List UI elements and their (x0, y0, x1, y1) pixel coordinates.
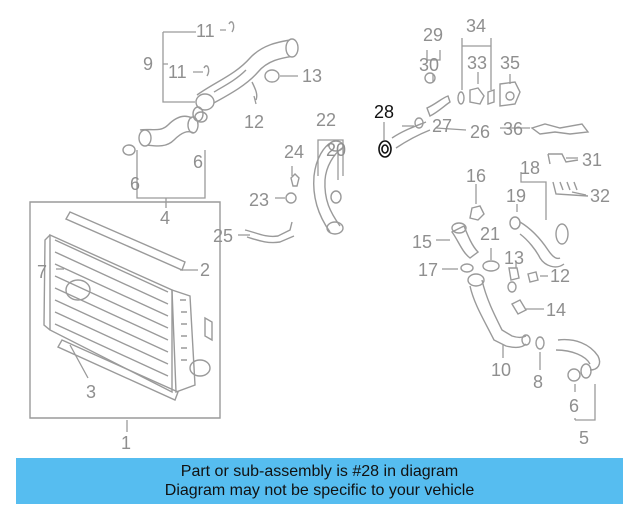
intercooler-assembly (29, 201, 221, 419)
callout-34: 34 (466, 16, 486, 36)
callout-8: 8 (533, 372, 543, 392)
callout-3: 3 (86, 382, 96, 402)
callout-16: 16 (466, 166, 486, 186)
callout-17: 17 (418, 260, 438, 280)
diagram-notice-banner: Part or sub-assembly is #28 in diagram D… (16, 458, 623, 504)
part-28-highlight (378, 140, 392, 158)
callout-6-b: 6 (193, 152, 203, 172)
upper-charge-pipe (122, 21, 299, 156)
callout-33: 33 (467, 53, 487, 73)
callout-36: 36 (503, 119, 523, 139)
parts-diagram: 1 2 3 4 5 6 6 6 7 8 9 10 11 11 12 12 13 … (29, 16, 610, 453)
callout-10: 10 (491, 360, 511, 380)
callout-12-b: 12 (550, 266, 570, 286)
callout-11-b: 11 (168, 62, 187, 82)
callout-23: 23 (249, 190, 269, 210)
callout-24: 24 (284, 142, 304, 162)
callout-31: 31 (582, 150, 602, 170)
callout-labels: 1 2 3 4 5 6 6 6 7 8 9 10 11 11 12 12 13 … (37, 16, 610, 453)
callout-32: 32 (590, 186, 610, 206)
callout-11-a: 11 (196, 21, 215, 41)
callout-30: 30 (419, 55, 439, 75)
banner-line-1: Part or sub-assembly is #28 in diagram (180, 463, 459, 480)
callout-6-c: 6 (569, 396, 579, 416)
callout-7: 7 (37, 262, 47, 282)
callout-1: 1 (121, 433, 131, 453)
callout-12-a: 12 (244, 112, 264, 132)
callout-5: 5 (579, 428, 589, 448)
callout-4: 4 (160, 208, 170, 228)
lower-right-group (450, 205, 601, 382)
callout-27: 27 (432, 116, 452, 136)
callout-20: 20 (326, 140, 346, 160)
callout-19: 19 (506, 186, 526, 206)
callout-25: 25 (213, 226, 233, 246)
callout-13-b: 13 (504, 248, 524, 268)
callout-35: 35 (500, 53, 520, 73)
callout-6-a: 6 (130, 174, 140, 194)
banner-line-2: Diagram may not be specific to your vehi… (164, 482, 475, 499)
callout-13-a: 13 (302, 66, 322, 86)
callout-22: 22 (316, 110, 336, 130)
callout-26: 26 (470, 122, 490, 142)
callout-2: 2 (200, 260, 210, 280)
callout-21: 21 (480, 224, 500, 244)
callout-29: 29 (423, 25, 443, 45)
callout-18: 18 (520, 158, 540, 178)
callout-14: 14 (546, 300, 566, 320)
leader-lines (56, 29, 596, 432)
callout-15: 15 (412, 232, 432, 252)
upper-right-group (391, 72, 590, 197)
callout-28: 28 (374, 102, 394, 122)
callout-9: 9 (143, 54, 153, 74)
